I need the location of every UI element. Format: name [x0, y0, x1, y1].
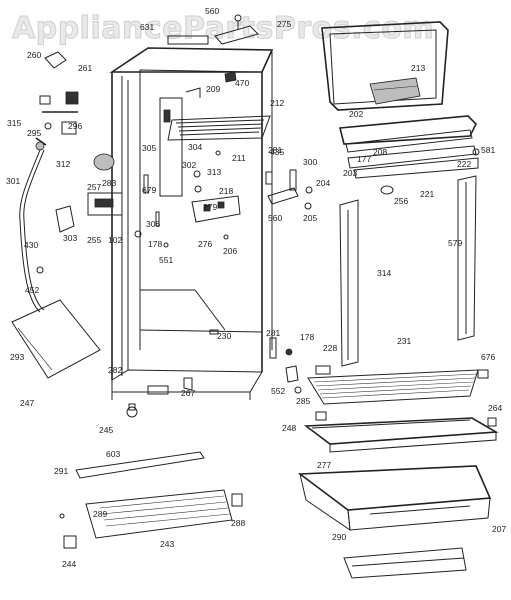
- part-label-306: 306: [146, 219, 160, 229]
- part-label-551: 551: [159, 255, 173, 265]
- part-label-295: 295: [27, 128, 41, 138]
- part-label-203: 203: [343, 168, 357, 178]
- part-label-314: 314: [377, 268, 391, 278]
- part-label-302: 302: [182, 160, 196, 170]
- part-label-470: 470: [235, 78, 249, 88]
- crisper-cover-245: [303, 411, 499, 453]
- part-label-204: 204: [316, 178, 330, 188]
- part-label-289: 289: [93, 509, 107, 519]
- part-label-247: 247: [20, 398, 34, 408]
- part-label-303: 303: [63, 233, 77, 243]
- part-label-260: 260: [27, 50, 41, 60]
- part-label-261: 261: [78, 63, 92, 73]
- part-label-211: 211: [232, 153, 246, 163]
- part-label-228: 228: [323, 343, 337, 353]
- freezer-shelf-212: [167, 115, 271, 141]
- control-housing-306: [191, 195, 241, 223]
- part-label-275: 275: [277, 19, 291, 29]
- part-label-231: 231: [397, 336, 411, 346]
- part-label-676: 676: [481, 352, 495, 362]
- part-label-300: 300: [303, 157, 317, 167]
- fresh-food-door: [338, 115, 480, 195]
- part-label-631: 631: [140, 22, 154, 32]
- part-label-552: 552: [271, 386, 285, 396]
- part-label-293: 293: [10, 352, 24, 362]
- part-label-285: 285: [296, 396, 310, 406]
- part-label-305: 305: [142, 143, 156, 153]
- watermark-text: AppliancePartsPros.com: [12, 11, 434, 46]
- part-label-301: 301: [6, 176, 20, 186]
- hinge-parts: [265, 169, 313, 394]
- part-label-177: 177: [357, 154, 371, 164]
- door-side-posts: [339, 175, 477, 367]
- part-label-212: 212: [270, 98, 284, 108]
- part-label-208: 208: [373, 147, 387, 157]
- cabinet: [109, 47, 274, 400]
- part-label-279: 279: [203, 202, 217, 212]
- part-label-230: 230: [217, 331, 231, 341]
- part-label-283: 283: [102, 178, 116, 188]
- part-label-296: 296: [68, 121, 82, 131]
- part-label-267: 267: [181, 388, 195, 398]
- part-label-213: 213: [411, 63, 425, 73]
- part-label-218: 218: [219, 186, 233, 196]
- wire-shelf-228: [307, 365, 489, 405]
- part-label-313: 313: [207, 167, 221, 177]
- part-label-207: 207: [492, 524, 506, 534]
- part-label-430: 430: [24, 240, 38, 250]
- part-label-206: 206: [223, 246, 237, 256]
- part-label-102: 102: [108, 235, 122, 245]
- part-label-221: 221: [420, 189, 434, 199]
- part-label-435: 435: [270, 147, 284, 157]
- part-label-291: 291: [54, 466, 68, 476]
- part-label-178: 178: [300, 332, 314, 342]
- part-number-labels: 560 631 275 260 261 470 209 212 213 315 295 296 305 3…: [6, 6, 506, 569]
- door-bin-207: [343, 547, 467, 579]
- part-label-257: 257: [87, 182, 101, 192]
- part-label-209: 209: [206, 84, 220, 94]
- crisper-drawer-243: [297, 465, 492, 532]
- part-label-560: 560: [268, 213, 282, 223]
- part-label-679: 679: [142, 185, 156, 195]
- part-label-205: 205: [303, 213, 317, 223]
- part-label-276: 276: [198, 239, 212, 249]
- part-label-243: 243: [160, 539, 174, 549]
- part-label-264: 264: [488, 403, 502, 413]
- part-label-282: 282: [108, 365, 122, 375]
- part-label-222: 222: [457, 159, 471, 169]
- part-label-304: 304: [188, 142, 202, 152]
- part-label-579: 579: [448, 238, 462, 248]
- cabinet-small-parts: [126, 14, 259, 418]
- freezer-door: [321, 21, 449, 111]
- part-label-245: 245: [99, 425, 113, 435]
- part-label-312: 312: [56, 159, 70, 169]
- part-label-256: 256: [394, 196, 408, 206]
- part-label-248: 248: [282, 423, 296, 433]
- part-label-202: 202: [349, 109, 363, 119]
- part-label-315: 315: [7, 118, 21, 128]
- evaporator-panel-304: [159, 97, 183, 197]
- part-label-277: 277: [317, 460, 331, 470]
- part-label-281: 281: [268, 145, 282, 155]
- part-label-290: 290: [332, 532, 346, 542]
- part-label-288: 288: [231, 518, 245, 528]
- left-parts: [11, 51, 123, 379]
- part-label-452: 452: [25, 285, 39, 295]
- part-label-255: 255: [87, 235, 101, 245]
- part-label-244: 244: [62, 559, 76, 569]
- part-label-281: 281: [266, 328, 280, 338]
- part-label-603: 603: [106, 449, 120, 459]
- part-label-560: 560: [205, 6, 219, 16]
- part-label-581: 581: [481, 145, 495, 155]
- grille-parts: [59, 451, 243, 549]
- part-label-178: 178: [148, 239, 162, 249]
